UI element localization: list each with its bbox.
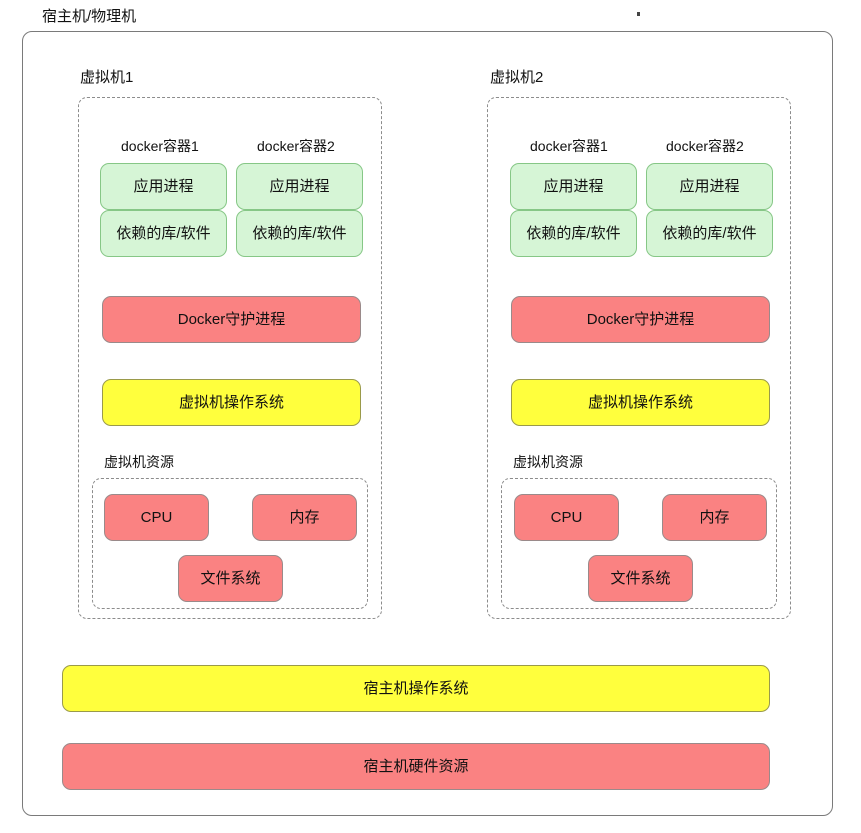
vm2-resources-container: [501, 478, 777, 609]
vm1-resource-filesystem[interactable]: 文件系统: [178, 555, 283, 602]
vm1-resources-container: [92, 478, 368, 609]
vm2-resource-cpu[interactable]: CPU: [514, 494, 619, 541]
page-title: 宿主机/物理机: [42, 8, 137, 25]
vm2-resource-filesystem[interactable]: 文件系统: [588, 555, 693, 602]
vm2-container-1-dependencies[interactable]: 依赖的库/软件: [510, 210, 637, 257]
vm2-label: 虚拟机2: [490, 69, 544, 86]
vm2-guest-os[interactable]: 虚拟机操作系统: [511, 379, 770, 426]
vm1-container: [78, 97, 382, 619]
vm2-container-1-app-process[interactable]: 应用进程: [510, 163, 637, 210]
vm2-docker-container-1-label: docker容器1: [530, 138, 608, 154]
vm2-docker-daemon[interactable]: Docker守护进程: [511, 296, 770, 343]
host-hardware-resources[interactable]: 宿主机硬件资源: [62, 743, 770, 790]
vm2-resources-label: 虚拟机资源: [513, 454, 583, 470]
vm2-container-2-dependencies[interactable]: 依赖的库/软件: [646, 210, 773, 257]
vm1-container-2-app-process[interactable]: 应用进程: [236, 163, 363, 210]
vm1-docker-daemon[interactable]: Docker守护进程: [102, 296, 361, 343]
vm1-resource-cpu[interactable]: CPU: [104, 494, 209, 541]
stray-dot-artifact: [637, 12, 640, 16]
vm1-docker-container-2-label: docker容器2: [257, 138, 335, 154]
vm2-docker-container-2-label: docker容器2: [666, 138, 744, 154]
vm2-container: [487, 97, 791, 619]
vm1-container-1-dependencies[interactable]: 依赖的库/软件: [100, 210, 227, 257]
host-operating-system[interactable]: 宿主机操作系统: [62, 665, 770, 712]
vm2-container-2-app-process[interactable]: 应用进程: [646, 163, 773, 210]
vm1-container-2-dependencies[interactable]: 依赖的库/软件: [236, 210, 363, 257]
vm1-resources-label: 虚拟机资源: [104, 454, 174, 470]
vm1-docker-container-1-label: docker容器1: [121, 138, 199, 154]
vm1-resource-memory[interactable]: 内存: [252, 494, 357, 541]
vm1-label: 虚拟机1: [80, 69, 134, 86]
vm2-resource-memory[interactable]: 内存: [662, 494, 767, 541]
vm1-guest-os[interactable]: 虚拟机操作系统: [102, 379, 361, 426]
vm1-container-1-app-process[interactable]: 应用进程: [100, 163, 227, 210]
